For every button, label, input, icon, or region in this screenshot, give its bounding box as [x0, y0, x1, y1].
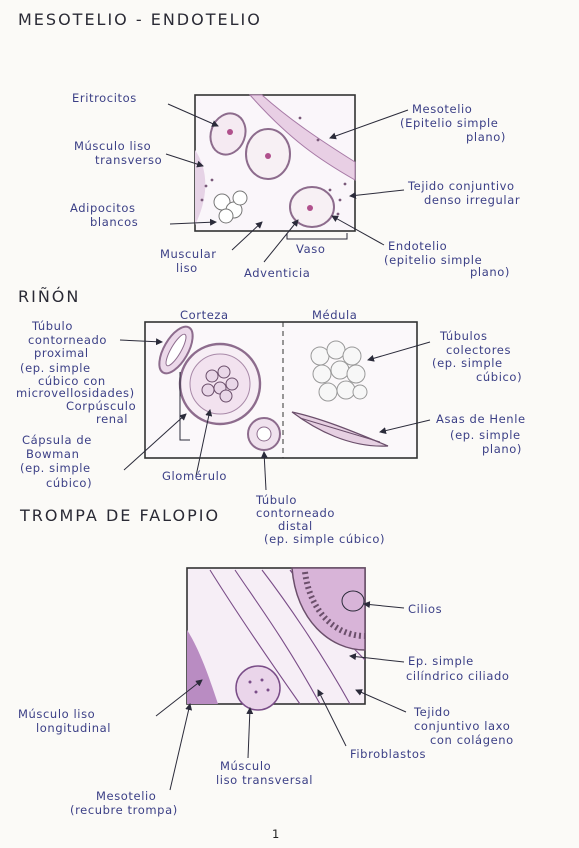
label-muscular-2: liso — [176, 261, 198, 275]
label-tcp-1: Túbulo — [32, 319, 73, 333]
label-tcd-2: contorneado — [256, 506, 336, 520]
label-mesotelio-1: Mesotelio — [412, 102, 473, 116]
section-title-trompa: TROMPA DE FALOPIO — [20, 506, 221, 525]
label-ml-long-2: longitudinal — [36, 721, 112, 735]
label-ml-trans-1: Músculo — [220, 759, 272, 773]
label-meso-1: Mesotelio — [96, 789, 157, 803]
label-tcp-3: proximal — [34, 346, 89, 360]
label-caps-4: cúbico) — [46, 476, 93, 490]
label-col-3: (ep. simple — [432, 356, 503, 370]
label-asas-3: plano) — [482, 442, 522, 456]
label-tcp-4: (ep. simple — [20, 361, 91, 375]
label-ml-trans-2: liso transversal — [216, 773, 314, 787]
label-tej-2: conjuntivo laxo — [414, 719, 511, 733]
page-number: 1 — [272, 827, 280, 841]
label-caps-2: Bowman — [26, 447, 80, 461]
label-tej-3: con colágeno — [430, 733, 514, 747]
label-caps-1: Cápsula de — [22, 433, 92, 447]
label-asas-2: (ep. simple — [450, 428, 521, 442]
label-muscular-1: Muscular — [160, 247, 217, 261]
label-musculo-liso-2: transverso — [95, 153, 163, 167]
label-mesotelio-2: (Epitelio simple — [400, 116, 499, 130]
label-tejido-1: Tejido conjuntivo — [408, 179, 515, 193]
label-corp-1: Corpúsculo — [66, 399, 137, 413]
label-medula: Médula — [312, 308, 358, 322]
label-tcp-6: microvellosidades) — [16, 386, 135, 400]
label-adventicia: Adventicia — [244, 266, 311, 280]
label-tej-1: Tejido — [414, 705, 451, 719]
label-caps-3: (ep. simple — [20, 461, 91, 475]
label-glomerulo: Glomérulo — [162, 469, 228, 483]
label-cilios: Cilios — [408, 602, 443, 616]
label-vaso: Vaso — [296, 242, 326, 256]
label-eritrocitos: Eritrocitos — [72, 91, 137, 105]
label-col-4: cúbico) — [476, 370, 523, 384]
label-endotelio-2: (epitelio simple — [384, 253, 483, 267]
label-ml-long-1: Músculo liso — [18, 707, 96, 721]
label-asas-1: Asas de Henle — [436, 412, 526, 426]
label-ep-1: Ep. simple — [408, 654, 474, 668]
label-tcp-5: cúbico con — [38, 374, 106, 388]
label-corp-2: renal — [96, 412, 129, 426]
label-endotelio-3: plano) — [470, 265, 510, 279]
label-col-1: Túbulos — [440, 329, 488, 343]
label-tcp-2: contorneado — [28, 333, 108, 347]
section-title-mesotelio: MESOTELIO - ENDOTELIO — [18, 10, 262, 29]
label-corteza: Corteza — [180, 308, 229, 322]
label-mesotelio-3: plano) — [466, 130, 506, 144]
label-tcd-3: distal — [278, 519, 313, 533]
section-title-rinon: RIÑÓN — [18, 287, 81, 306]
label-tejido-2: denso irregular — [424, 193, 521, 207]
label-endotelio-1: Endotelio — [388, 239, 448, 253]
label-fibro: Fibroblastos — [350, 747, 427, 761]
label-musculo-liso-1: Músculo liso — [74, 139, 152, 153]
label-ep-2: cilíndrico ciliado — [406, 669, 510, 683]
label-tcd-4: (ep. simple cúbico) — [264, 532, 386, 546]
label-col-2: colectores — [446, 343, 512, 357]
label-adipocitos-2: blancos — [90, 215, 139, 229]
label-tcd-1: Túbulo — [256, 493, 297, 507]
label-meso-2: (recubre trompa) — [70, 803, 178, 817]
label-adipocitos-1: Adipocitos — [70, 201, 136, 215]
